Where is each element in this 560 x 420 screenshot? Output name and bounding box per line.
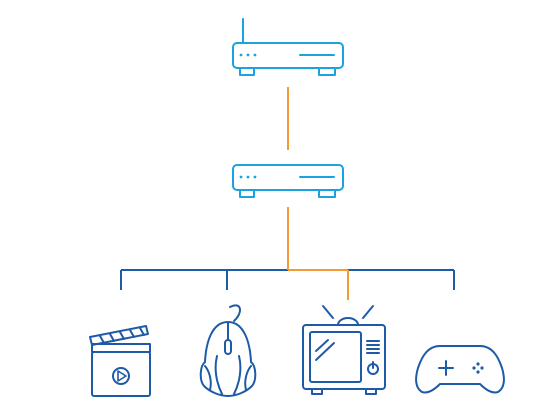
switch-tv-link <box>287 207 349 300</box>
media-player-icon <box>89 325 151 397</box>
smart-tv-icon <box>302 305 386 395</box>
network-switch-icon <box>232 164 344 198</box>
wifi-router-icon <box>232 18 344 76</box>
distribution-bus <box>120 269 455 290</box>
gamepad-icon <box>415 345 505 394</box>
gaming-mouse-icon <box>199 304 257 397</box>
